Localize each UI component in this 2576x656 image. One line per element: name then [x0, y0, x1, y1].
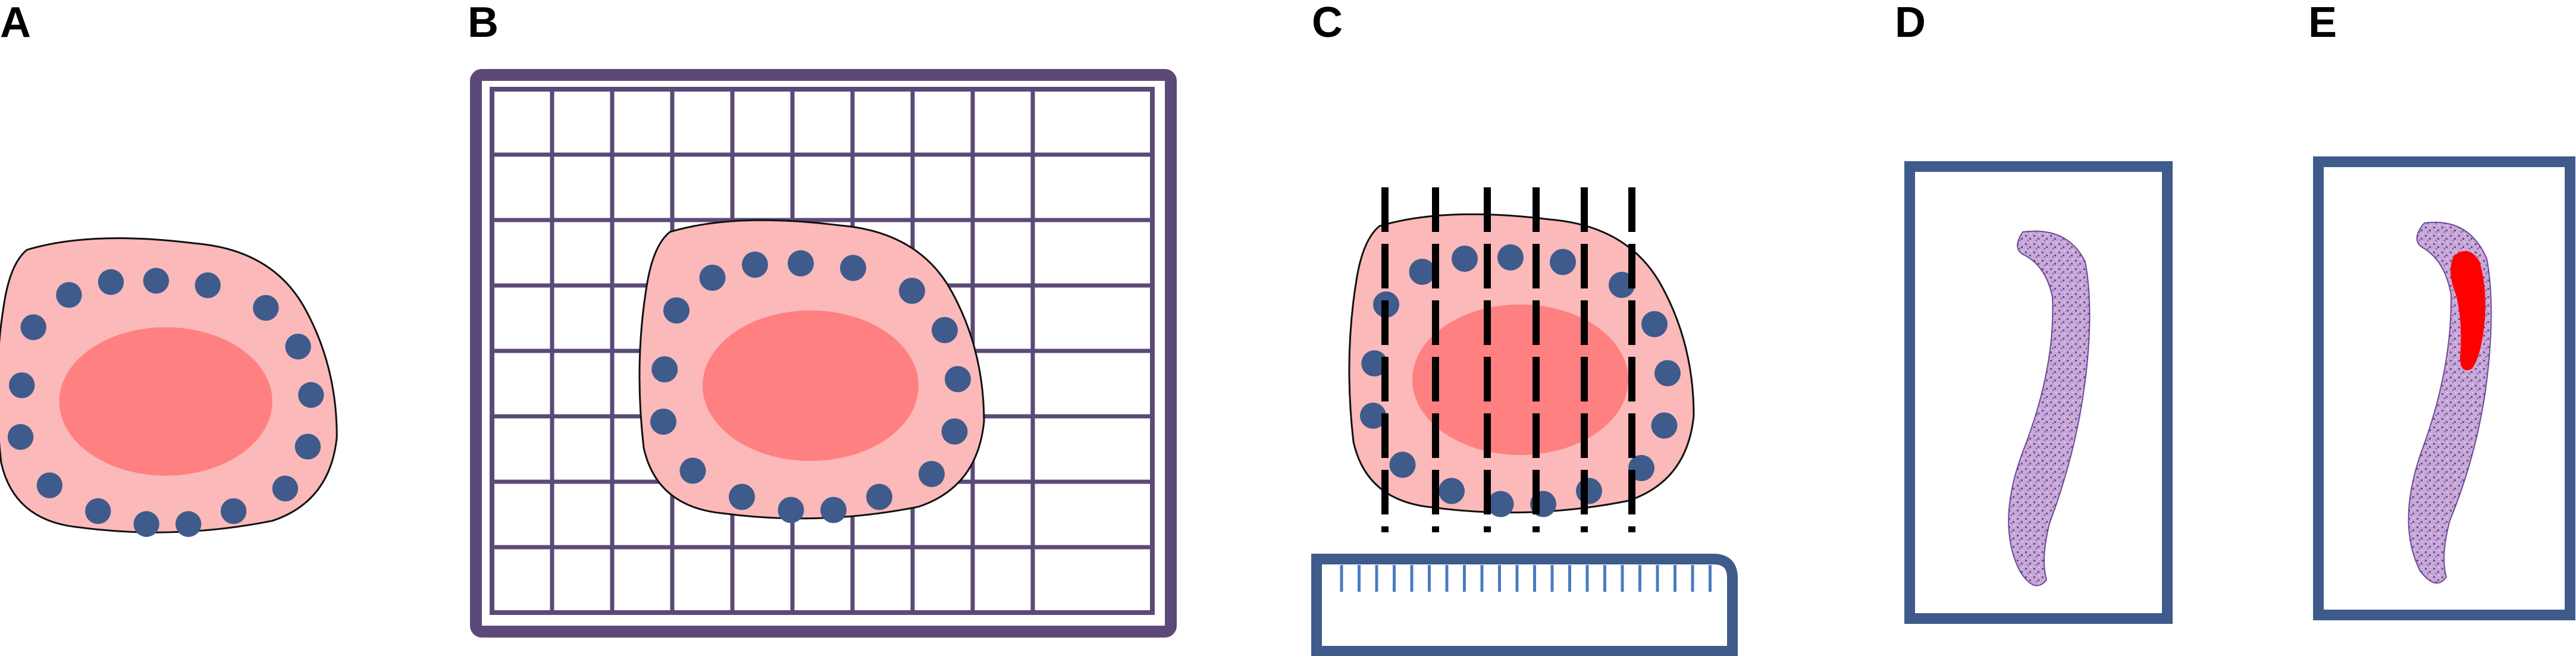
nucleus-dot [253, 294, 279, 321]
nucleus-dot [1360, 403, 1386, 429]
nucleus-dot [9, 372, 35, 398]
nucleus-dot [941, 418, 968, 445]
nucleus-dot [36, 472, 63, 498]
nucleus-dot [729, 484, 755, 510]
panel-a-tissue-sample [0, 237, 338, 537]
highlighted-region [2450, 251, 2486, 371]
nucleus-dot [1651, 412, 1678, 439]
nucleus-dot [1654, 360, 1681, 387]
nucleus-dot [866, 484, 892, 510]
nucleus-dot [1641, 311, 1668, 337]
ruler [1311, 554, 1738, 656]
nucleus-dot [285, 334, 311, 360]
nucleus-dot [650, 409, 676, 435]
nucleus-dot [679, 457, 706, 484]
nucleus-dot [919, 461, 945, 487]
tissue-sample-c [1348, 213, 1695, 517]
tissue-core [59, 327, 272, 476]
nucleus-dot [1487, 491, 1514, 517]
panel-label-b: B [468, 0, 499, 46]
panel-label-d: D [1895, 0, 1926, 46]
panel-label-a: A [0, 0, 31, 46]
panel-label-e: E [2308, 0, 2337, 46]
panel-d-slide-section [1904, 161, 2173, 624]
nucleus-dot [820, 497, 847, 523]
ruler-ticks [1340, 565, 1712, 592]
tissue-core [1412, 305, 1628, 455]
panel-c-slicing [1311, 187, 1738, 656]
panel-b-grid-embedding [470, 69, 1177, 638]
slice-lines [1381, 187, 1635, 532]
tissue-core [703, 310, 919, 461]
nucleus-dot [7, 423, 34, 450]
nucleus-dot [294, 434, 321, 460]
nucleus-dot [133, 511, 159, 537]
nucleus-dot [1439, 478, 1465, 504]
nucleus-dot [699, 265, 726, 291]
nucleus-dot [945, 366, 971, 393]
nucleus-dot [195, 272, 221, 299]
nucleus-dot [651, 356, 678, 382]
nucleus-dot [778, 497, 804, 523]
tissue-sample-a [0, 237, 338, 537]
nucleus-dot [1550, 249, 1576, 275]
nucleus-dot [1361, 350, 1388, 376]
nucleus-dot [298, 382, 324, 408]
nucleus-dot [143, 268, 170, 294]
panel-e-slide-highlight [2313, 156, 2575, 620]
nucleus-dot [85, 498, 111, 525]
nucleus-dot [742, 252, 768, 278]
tissue-sample-b [638, 219, 985, 523]
nucleus-dot [932, 317, 958, 343]
nucleus-dot [1389, 451, 1416, 478]
nucleus-dot [663, 297, 690, 324]
nucleus-dot [1452, 246, 1478, 272]
nucleus-dot [98, 269, 124, 295]
nucleus-dot [175, 511, 202, 537]
nucleus-dot [788, 250, 814, 277]
panel-label-c: C [1312, 0, 1343, 46]
nucleus-dot [220, 498, 247, 525]
nucleus-dot [272, 475, 299, 502]
nucleus-dot [56, 282, 82, 308]
nucleus-dot [840, 255, 866, 281]
nucleus-dot [1497, 244, 1524, 271]
nucleus-dot [1409, 259, 1436, 285]
nucleus-dot [20, 314, 46, 340]
grid-frame-outer [470, 69, 1177, 638]
nucleus-dot [1576, 478, 1602, 504]
nucleus-dot [899, 278, 925, 304]
tissue-section-d [2008, 230, 2091, 586]
